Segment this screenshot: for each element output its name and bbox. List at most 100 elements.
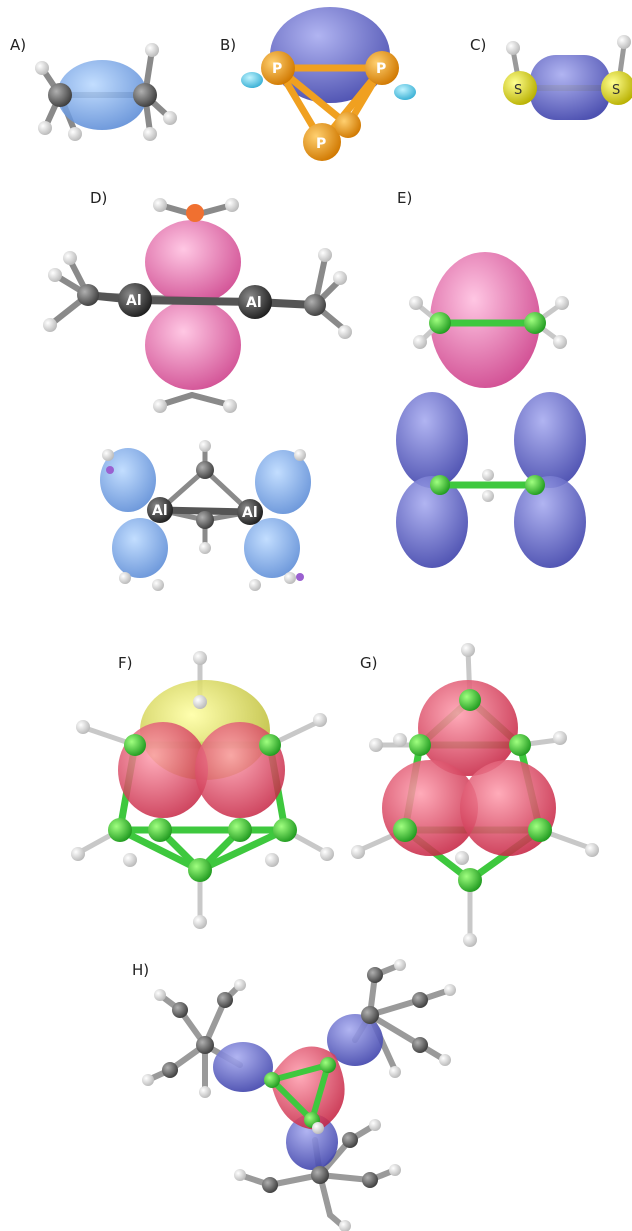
hydrogen-atom (444, 984, 456, 996)
atom-label: Al (126, 293, 142, 309)
carbon-atom (48, 83, 72, 107)
hydrogen-atom (394, 959, 406, 971)
boron-atom (124, 734, 146, 756)
boron-atom (264, 1072, 280, 1088)
carbon-atom (196, 511, 214, 529)
hydrogen-atom (389, 1164, 401, 1176)
panel-g: G) (351, 643, 599, 947)
small-atom (106, 466, 114, 474)
phosphorus-atom (303, 123, 341, 161)
hydrogen-atom (163, 111, 177, 125)
panel-d-orbital-lobe (112, 518, 168, 578)
hydrogen-atom (234, 1169, 246, 1181)
carbon-atom (342, 1132, 358, 1148)
panel-d-orbital-lobe (255, 450, 311, 514)
panel-a: A) (10, 36, 177, 141)
hydrogen-atom (369, 738, 383, 752)
hydrogen-atom (555, 296, 569, 310)
hydrogen-atom (409, 296, 423, 310)
panel-e-label: E) (397, 189, 412, 207)
panel-h-orbital-lobe (327, 1014, 383, 1066)
panel-e: E) (396, 189, 586, 568)
sulfur-atom (503, 71, 537, 105)
boron-atom (393, 818, 417, 842)
boron-atom (320, 1057, 336, 1073)
atom-label: P (316, 136, 326, 152)
boron-atom (509, 734, 531, 756)
carbon-atom (412, 1037, 428, 1053)
hydrogen-atom (389, 1066, 401, 1078)
boron-atom (259, 734, 281, 756)
boron-atom (273, 818, 297, 842)
panel-b-small-lobe (241, 72, 263, 88)
hydrogen-atom (119, 572, 131, 584)
panel-g-label: G) (360, 654, 377, 672)
carbon-atom (311, 1166, 329, 1184)
panel-b-label: B) (220, 36, 236, 54)
carbon-atom (196, 461, 214, 479)
hydrogen-atom (199, 440, 211, 452)
hydrogen-atom (234, 979, 246, 991)
panel-g-orbital-lobe (418, 680, 518, 776)
hydrogen-atom (193, 651, 207, 665)
aluminium-atom (238, 285, 272, 319)
carbon-atom (77, 284, 99, 306)
hydrogen-atom (68, 127, 82, 141)
carbon-atom (196, 1036, 214, 1054)
hydrogen-atom (318, 248, 332, 262)
hydrogen-atom (193, 695, 207, 709)
panel-a-orbital-lobe (57, 60, 147, 130)
hydrogen-atom (249, 579, 261, 591)
hydrogen-atom (153, 399, 167, 413)
boron-atom (459, 689, 481, 711)
panel-c: C) S S (470, 35, 632, 120)
hydrogen-atom (369, 1119, 381, 1131)
hydrogen-atom (455, 851, 469, 865)
hydrogen-atom (223, 399, 237, 413)
carbon-atom (361, 1006, 379, 1024)
hydrogen-atom (154, 989, 166, 1001)
hydrogen-atom (284, 572, 296, 584)
hydrogen-atom (199, 1086, 211, 1098)
carbon-atom (367, 967, 383, 983)
oxygen-atom (186, 204, 204, 222)
hydrogen-atom (143, 127, 157, 141)
hydrogen-atom (553, 731, 567, 745)
aluminium-atom (237, 499, 263, 525)
hydrogen-atom (320, 847, 334, 861)
hydrogen-atom (43, 318, 57, 332)
hydrogen-atom (142, 1074, 154, 1086)
hydrogen-atom (265, 853, 279, 867)
panel-a-label: A) (10, 36, 26, 54)
hydrogen-atom (152, 579, 164, 591)
aluminium-atom (147, 497, 173, 523)
panel-h: H) (132, 959, 456, 1231)
panel-h-label: H) (132, 961, 149, 979)
panel-c-orbital-lobe (530, 55, 610, 120)
carbon-atom (412, 992, 428, 1008)
hydrogen-atom (313, 713, 327, 727)
panel-d-orbital-lobe (145, 220, 241, 304)
hydrogen-atom (38, 121, 52, 135)
panel-d-orbital-lobe (100, 448, 156, 512)
hydrogen-atom (35, 61, 49, 75)
carbon-atom (362, 1172, 378, 1188)
boron-atom (528, 818, 552, 842)
hydrogen-atom (351, 845, 365, 859)
panel-e-orbital-lobe (396, 392, 468, 488)
carbon-atom (162, 1062, 178, 1078)
hydrogen-atom (145, 43, 159, 57)
hydrogen-atom (48, 268, 62, 282)
atom-label: Al (246, 295, 262, 311)
hydrogen-atom (482, 469, 494, 481)
carbon-atom (172, 1002, 188, 1018)
atom-label: Al (152, 503, 168, 519)
panel-f: F) (71, 651, 334, 929)
hydrogen-atom (225, 198, 239, 212)
panel-d-orbital-lobe (145, 300, 241, 390)
hydrogen-atom (482, 490, 494, 502)
hydrogen-atom (506, 41, 520, 55)
boron-atom (228, 818, 252, 842)
sulfur-atom (601, 71, 632, 105)
